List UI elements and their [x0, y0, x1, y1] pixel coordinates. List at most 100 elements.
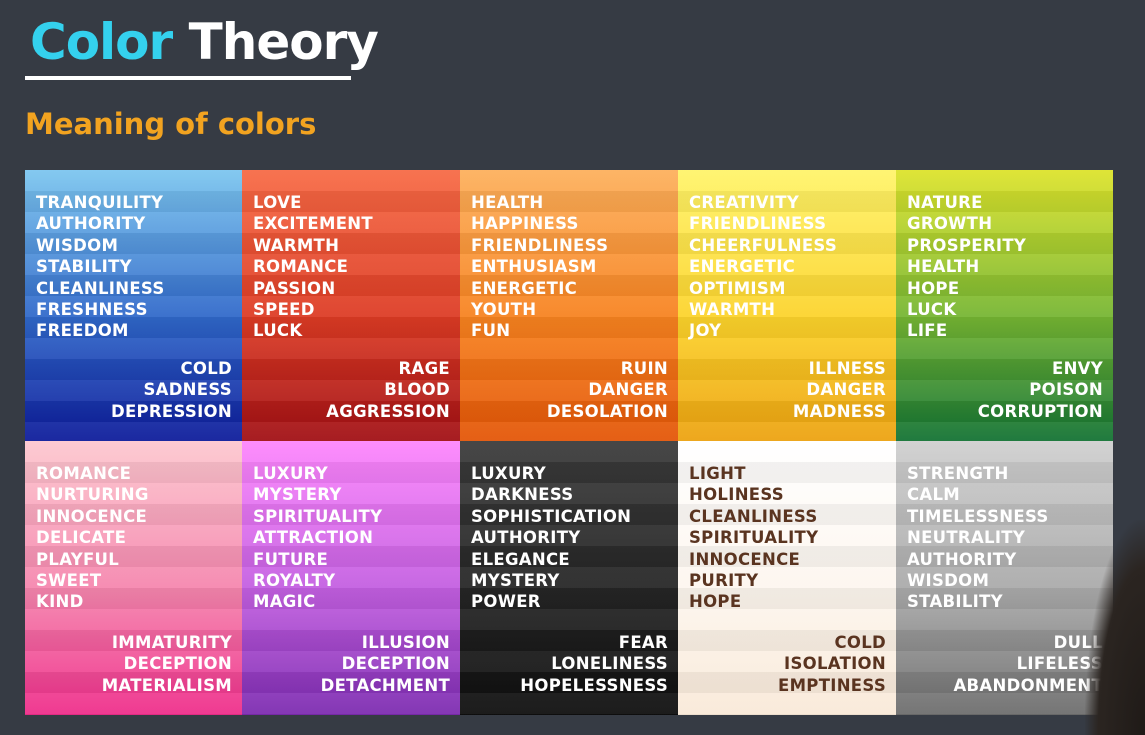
positive-meaning: SPEED	[253, 300, 315, 320]
positive-meaning: ENERGETIC	[689, 257, 796, 277]
positive-meaning: DARKNESS	[471, 485, 574, 505]
positive-meaning: PASSION	[253, 278, 336, 298]
positive-meaning: SPIRITUALITY	[689, 528, 819, 548]
negative-meaning: IMMATURITY	[111, 632, 232, 652]
negative-meaning: LONELINESS	[551, 654, 668, 674]
positive-meaning: CREATIVITY	[689, 193, 800, 212]
positive-meaning: FRESHNESS	[36, 300, 148, 320]
negative-meaning: DESOLATION	[546, 401, 668, 421]
positive-meaning: LUCK	[907, 300, 957, 320]
negative-meaning: DECEPTION	[341, 654, 450, 674]
positive-meaning: LOVE	[253, 193, 302, 212]
positive-meaning: AUTHORITY	[36, 214, 146, 234]
negative-meaning: DULL	[1053, 632, 1103, 652]
positive-meaning: JOY	[689, 321, 722, 341]
positive-meaning: HOPE	[907, 278, 960, 298]
positive-meaning: WARMTH	[689, 300, 776, 320]
positive-meaning: SWEET	[36, 571, 102, 591]
positive-meaning: INNOCENCE	[36, 506, 148, 526]
title-word-theory: Theory	[188, 13, 379, 71]
positive-meaning: WISDOM	[907, 571, 990, 591]
title-word-color: Color	[30, 13, 173, 71]
positive-meaning: FUN	[471, 321, 511, 341]
positive-meaning: CLEANLINESS	[689, 506, 818, 526]
negative-meaning: MATERIALISM	[101, 675, 232, 695]
positive-meaning: ENTHUSIASM	[471, 257, 597, 277]
page-title: Color Theory	[30, 10, 379, 74]
positive-meaning: ENERGETIC	[471, 278, 578, 298]
negative-meaning: LIFELESS	[1016, 654, 1103, 674]
positive-meaning: LUXURY	[253, 464, 328, 483]
positive-meaning: ROMANCE	[36, 464, 132, 483]
negative-meaning: ISOLATION	[784, 654, 886, 674]
positive-meaning: HEALTH	[907, 257, 980, 277]
positive-meaning: LUXURY	[471, 464, 546, 483]
positive-meaning: PLAYFUL	[36, 549, 120, 569]
positive-meaning: POWER	[471, 592, 541, 612]
positive-meaning: MYSTERY	[471, 571, 560, 591]
positive-meaning: SOPHISTICATION	[471, 506, 632, 526]
negative-meaning: RAGE	[398, 358, 450, 378]
positive-meaning: HOLINESS	[689, 485, 784, 505]
negative-meaning: MADNESS	[792, 401, 886, 421]
positive-meaning: AUTHORITY	[907, 549, 1017, 569]
negative-meaning: DECEPTION	[123, 654, 232, 674]
negative-meaning: POISON	[1029, 380, 1103, 400]
positive-meaning: NURTURING	[36, 485, 149, 505]
positive-meaning: HEALTH	[471, 193, 544, 212]
positive-meaning: STABILITY	[36, 257, 132, 277]
positive-meaning: FRIENDLINESS	[689, 214, 827, 234]
negative-meaning: FEAR	[618, 632, 668, 652]
positive-meaning: WARMTH	[253, 235, 340, 255]
positive-meaning: ROMANCE	[253, 257, 349, 277]
positive-meaning: WISDOM	[36, 235, 119, 255]
positive-meaning: LUCK	[253, 321, 303, 341]
negative-meaning: DEPRESSION	[110, 401, 232, 421]
negative-meaning: AGGRESSION	[326, 401, 450, 421]
positive-meaning: STABILITY	[907, 592, 1003, 612]
positive-meaning: CHEERFULNESS	[689, 235, 838, 255]
positive-meaning: YOUTH	[471, 300, 537, 320]
positive-meaning: HAPPINESS	[471, 214, 579, 234]
title-underline	[25, 76, 351, 80]
positive-meaning: ELEGANCE	[471, 549, 570, 569]
positive-meaning: TIMELESSNESS	[907, 506, 1049, 526]
positive-meaning: GROWTH	[907, 214, 993, 234]
negative-meaning: ILLNESS	[808, 358, 886, 378]
positive-meaning: NATURE	[907, 193, 983, 212]
positive-meaning: DELICATE	[36, 528, 127, 548]
positive-meaning: NEUTRALITY	[907, 528, 1026, 548]
negative-meaning: ILLUSION	[361, 632, 450, 652]
negative-meaning: COLD	[834, 632, 886, 652]
positive-meaning: ROYALTY	[253, 571, 336, 591]
positive-meaning: CLEANLINESS	[36, 278, 165, 298]
positive-meaning: PURITY	[689, 571, 759, 591]
negative-meaning: COLD	[180, 358, 232, 378]
positive-meaning: EXCITEMENT	[253, 214, 373, 234]
positive-meaning: AUTHORITY	[471, 528, 581, 548]
